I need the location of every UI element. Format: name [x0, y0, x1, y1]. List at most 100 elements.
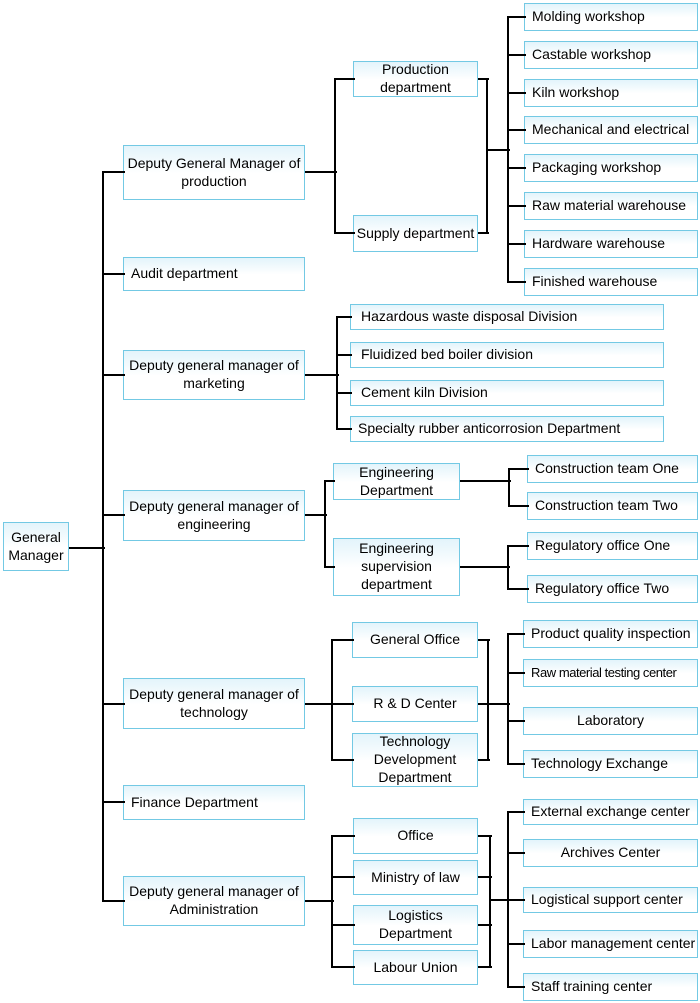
connector-line — [332, 703, 354, 705]
connector-line — [508, 92, 526, 94]
connector-line — [508, 16, 526, 18]
connector-line — [508, 54, 526, 56]
connector-line — [332, 639, 354, 641]
connector-line — [337, 392, 352, 394]
connector-line — [69, 547, 105, 549]
node-castable-workshop: Castable workshop — [524, 41, 698, 69]
node-archives-center: Archives Center — [523, 839, 698, 867]
node-specialty-rubber-department: Specialty rubber anticorrosion Departmen… — [350, 416, 664, 442]
node-construction-team-two: Construction team Two — [527, 492, 698, 520]
connector-line — [335, 232, 355, 234]
node-deputy-technology: Deputy general manager of technology — [123, 678, 305, 729]
node-product-quality-inspection: Product quality inspection — [523, 620, 698, 648]
node-supply-department: Supply department — [353, 215, 478, 252]
connector-line — [331, 835, 333, 968]
connector-line — [103, 374, 125, 376]
connector-line — [509, 505, 529, 507]
node-logistics-department: Logistics Department — [353, 905, 478, 945]
node-laboratory: Laboratory — [523, 707, 698, 735]
connector-line — [332, 966, 355, 968]
node-production-department: Production department — [353, 61, 478, 97]
node-general-manager: General Manager — [3, 522, 69, 571]
connector-line — [508, 899, 525, 901]
connector-line — [331, 639, 333, 761]
connector-line — [508, 281, 526, 283]
node-regulatory-office-two: Regulatory office Two — [527, 575, 698, 603]
connector-line — [478, 78, 489, 80]
connector-line — [305, 171, 337, 173]
connector-line — [478, 966, 492, 968]
connector-line — [305, 703, 334, 705]
node-rd-center: R & D Center — [352, 686, 478, 722]
connector-line — [325, 480, 335, 482]
node-general-office: General Office — [352, 622, 478, 658]
node-cement-kiln-division: Cement kiln Division — [350, 380, 664, 406]
node-kiln-workshop: Kiln workshop — [524, 79, 698, 107]
connector-line — [507, 16, 509, 283]
connector-line — [305, 374, 339, 376]
connector-line — [478, 639, 490, 641]
connector-line — [487, 639, 489, 761]
node-staff-training-center: Staff training center — [523, 973, 698, 1001]
connector-line — [332, 876, 355, 878]
connector-line — [508, 763, 525, 765]
node-engineering-department: Engineering Department — [333, 463, 460, 500]
connector-line — [508, 588, 529, 590]
connector-line — [489, 835, 491, 968]
connector-line — [103, 703, 125, 705]
node-audit-department: Audit department — [123, 257, 305, 291]
node-technology-exchange: Technology Exchange — [523, 750, 698, 778]
node-raw-material-warehouse: Raw material warehouse — [524, 192, 698, 220]
node-engineering-supervision: Engineering supervision department — [333, 538, 460, 596]
connector-line — [478, 759, 490, 761]
connector-line — [103, 273, 125, 275]
connector-line — [103, 514, 125, 516]
connector-line — [478, 703, 490, 705]
connector-line — [102, 171, 104, 902]
node-packaging-workshop: Packaging workshop — [524, 154, 698, 182]
connector-line — [508, 243, 526, 245]
connector-line — [325, 566, 335, 568]
connector-line — [486, 78, 488, 234]
connector-line — [332, 759, 354, 761]
connector-line — [508, 720, 525, 722]
connector-line — [332, 924, 355, 926]
connector-line — [324, 480, 326, 568]
connector-line — [336, 316, 338, 430]
connector-line — [509, 468, 529, 470]
node-office: Office — [353, 818, 478, 854]
connector-line — [337, 428, 352, 430]
connector-line — [508, 468, 510, 507]
node-regulatory-office-one: Regulatory office One — [527, 532, 698, 560]
node-raw-material-testing-center: Raw material testing center — [523, 659, 698, 687]
connector-line — [337, 354, 352, 356]
connector-line — [478, 232, 489, 234]
connector-line — [508, 852, 525, 854]
connector-line — [103, 171, 125, 173]
node-deputy-marketing: Deputy general manager of marketing — [123, 350, 305, 400]
connector-line — [478, 876, 492, 878]
node-construction-team-one: Construction team One — [527, 455, 698, 483]
node-deputy-engineering: Deputy general manager of engineering — [123, 490, 305, 541]
connector-line — [508, 545, 529, 547]
node-molding-workshop: Molding workshop — [524, 3, 698, 31]
connector-line — [337, 316, 352, 318]
connector-line — [508, 811, 525, 813]
node-technology-development: Technology Development Department — [352, 733, 478, 787]
connector-line — [305, 514, 327, 516]
connector-line — [478, 835, 492, 837]
connector-line — [488, 703, 510, 705]
connector-line — [507, 545, 509, 590]
connector-line — [478, 924, 492, 926]
connector-line — [508, 672, 525, 674]
node-mechanical-electrical: Mechanical and electrical — [524, 116, 698, 144]
node-hardware-warehouse: Hardware warehouse — [524, 230, 698, 258]
node-finished-warehouse: Finished warehouse — [524, 268, 698, 296]
connector-line — [508, 205, 526, 207]
node-ministry-of-law: Ministry of law — [353, 860, 478, 895]
connector-line — [460, 566, 510, 568]
connector-line — [508, 633, 525, 635]
node-labor-management-center: Labor management center — [523, 930, 698, 958]
connector-line — [460, 480, 511, 482]
